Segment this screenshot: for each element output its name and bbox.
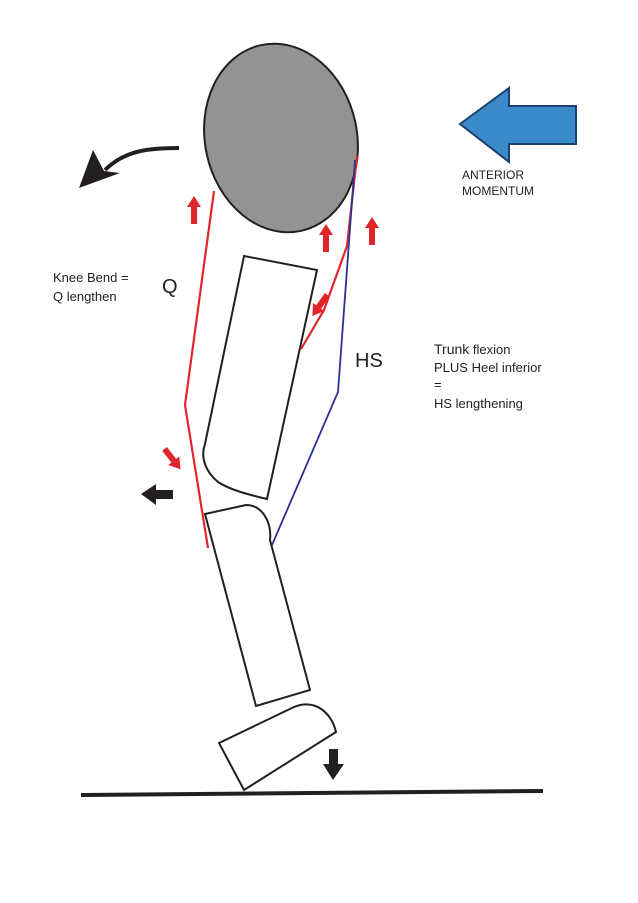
shank-segment — [205, 505, 310, 706]
knee-bend-label-line2: Q lengthen — [53, 289, 117, 304]
plus-heel-inferior-label: PLUS Heel inferior — [434, 360, 542, 375]
small-red-arrow-icon — [159, 445, 186, 474]
big-left-arrow-icon — [460, 88, 576, 162]
muscle-force-arrow-down-knee — [159, 445, 186, 474]
heel-down-arrow-icon — [323, 749, 344, 780]
equals-label: = — [434, 377, 442, 392]
anterior-momentum-label-line2: MOMENTUM — [462, 184, 534, 198]
flexion-word: flexion — [469, 342, 510, 357]
trunk-word: Trunk — [434, 341, 470, 357]
curved-rotation-arrow-body — [105, 148, 179, 170]
knee-forward-arrow-icon — [141, 484, 173, 505]
foot-segment — [219, 704, 336, 790]
ground-line — [83, 791, 541, 795]
muscle-force-arrow-up-left — [187, 196, 201, 224]
hs-lengthening-label: HS lengthening — [434, 396, 523, 411]
small-red-arrow-icon — [365, 217, 379, 245]
small-red-arrow-icon — [319, 224, 333, 252]
small-red-arrow-icon — [187, 196, 201, 224]
curved-left-arrow-icon — [79, 150, 120, 188]
muscle-force-arrow-up-center — [319, 224, 333, 252]
quadriceps-line-front — [185, 191, 214, 548]
knee-bend-label-line1: Knee Bend = — [53, 270, 129, 285]
hamstring-label: HS — [355, 350, 383, 372]
thigh-segment — [203, 256, 317, 499]
quadriceps-label: Q — [162, 276, 178, 298]
trunk-flexion-label: Trunk flexion — [434, 341, 510, 357]
head-trunk-ellipse — [187, 29, 375, 246]
anterior-momentum-label-line1: ANTERIOR — [462, 168, 524, 182]
muscle-force-arrow-up-right — [365, 217, 379, 245]
